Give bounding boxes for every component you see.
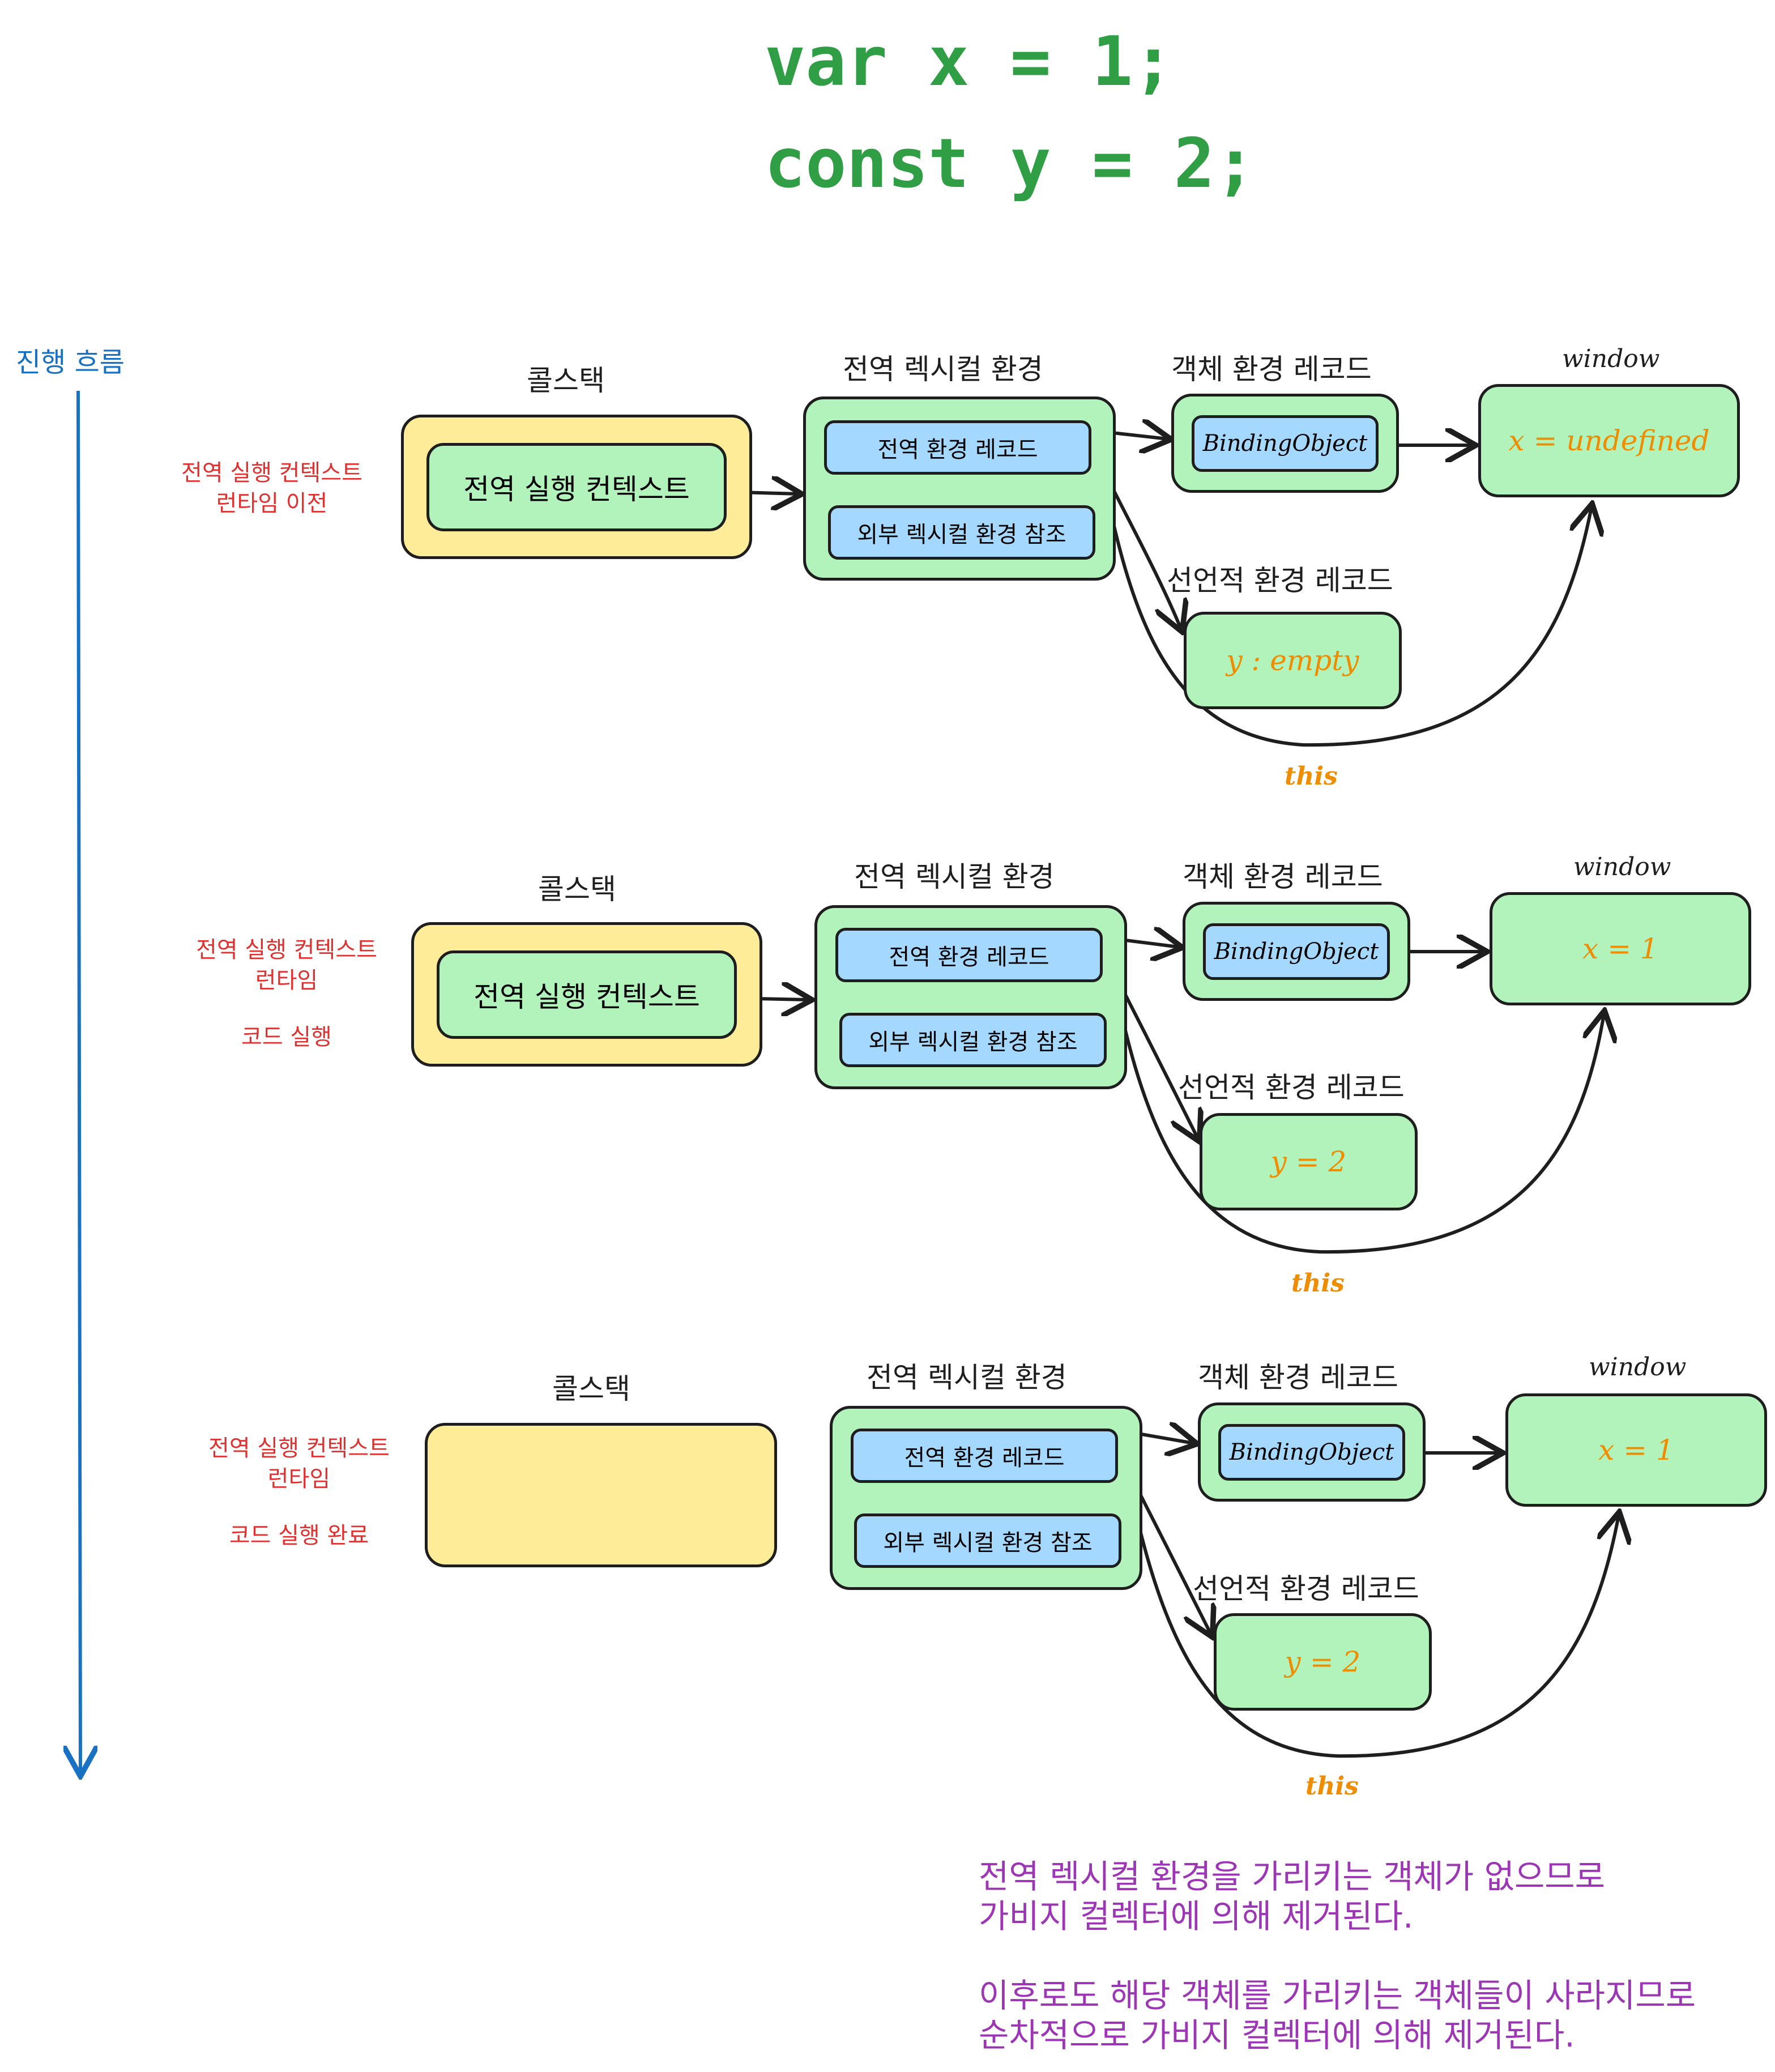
code-line-2: const y = 2; xyxy=(765,125,1256,203)
object-env-record-title: 객체 환경 레코드 xyxy=(1198,1361,1398,1394)
call-stack-box: 전역 실행 컨텍스트 xyxy=(411,922,762,1067)
this-label: this xyxy=(1305,1772,1359,1801)
this-label: this xyxy=(1291,1269,1345,1298)
global-lexical-env-title: 전역 렉시컬 환경 xyxy=(854,860,1055,893)
window-title: window xyxy=(1562,344,1660,373)
declarative-env-record-title: 선언적 환경 레코드 xyxy=(1193,1572,1419,1605)
global-env-record: 전역 환경 레코드 xyxy=(824,420,1091,475)
declarative-env-record-title: 선언적 환경 레코드 xyxy=(1178,1071,1405,1104)
object-env-record-title: 객체 환경 레코드 xyxy=(1171,353,1372,386)
global-env-record: 전역 환경 레코드 xyxy=(851,1429,1118,1483)
global-exec-context: 전역 실행 컨텍스트 xyxy=(437,950,737,1039)
global-env-record: 전역 환경 레코드 xyxy=(835,928,1103,982)
code-line-1: var x = 1; xyxy=(765,23,1174,101)
object-env-record-box: BindingObject xyxy=(1171,394,1399,493)
object-env-record-box: BindingObject xyxy=(1198,1402,1426,1502)
object-env-record-title: 객체 환경 레코드 xyxy=(1183,860,1383,893)
window-box: x = 1 xyxy=(1490,892,1751,1005)
phase-label: 전역 실행 컨텍스트 런타임 코드 실행 xyxy=(196,937,377,1050)
gc-note: 전역 렉시컬 환경을 가리키는 객체가 없으므로 가비지 컬렉터에 의해 제거된… xyxy=(979,1857,1696,2054)
global-exec-context: 전역 실행 컨텍스트 xyxy=(426,442,727,531)
declarative-env-record-title: 선언적 환경 레코드 xyxy=(1167,564,1393,597)
binding-object: BindingObject xyxy=(1192,415,1379,472)
this-label: this xyxy=(1285,762,1338,791)
call-stack-box: 전역 실행 컨텍스트 xyxy=(401,415,752,559)
object-env-record-box: BindingObject xyxy=(1183,902,1410,1001)
declarative-env-record-box: y = 2 xyxy=(1214,1613,1432,1711)
call-stack-title: 콜스택 xyxy=(538,873,616,906)
flow-arrow xyxy=(78,390,80,1773)
window-title: window xyxy=(1573,852,1671,881)
call-stack-box-empty xyxy=(425,1423,777,1567)
call-stack-title: 콜스택 xyxy=(552,1372,630,1405)
outer-lexical-env-ref: 외부 렉시컬 환경 참조 xyxy=(828,505,1095,560)
window-box: x = 1 xyxy=(1505,1393,1767,1507)
outer-lexical-env-ref: 외부 렉시컬 환경 참조 xyxy=(854,1514,1121,1568)
window-box: x = undefined xyxy=(1478,384,1740,497)
phase-label: 전역 실행 컨텍스트 런타임 이전 xyxy=(181,460,362,517)
global-lexical-env-title: 전역 렉시컬 환경 xyxy=(843,353,1043,386)
call-stack-title: 콜스택 xyxy=(527,364,605,397)
phase-label: 전역 실행 컨텍스트 런타임 코드 실행 완료 xyxy=(208,1435,390,1549)
window-title: window xyxy=(1589,1353,1687,1382)
binding-object: BindingObject xyxy=(1218,1423,1405,1481)
flow-label: 진행 흐름 xyxy=(16,347,125,378)
binding-object: BindingObject xyxy=(1203,923,1390,980)
global-lexical-env-title: 전역 렉시컬 환경 xyxy=(867,1361,1067,1394)
outer-lexical-env-ref: 외부 렉시컬 환경 참조 xyxy=(839,1013,1107,1067)
declarative-env-record-box: y : empty xyxy=(1184,612,1402,709)
declarative-env-record-box: y = 2 xyxy=(1200,1113,1418,1210)
